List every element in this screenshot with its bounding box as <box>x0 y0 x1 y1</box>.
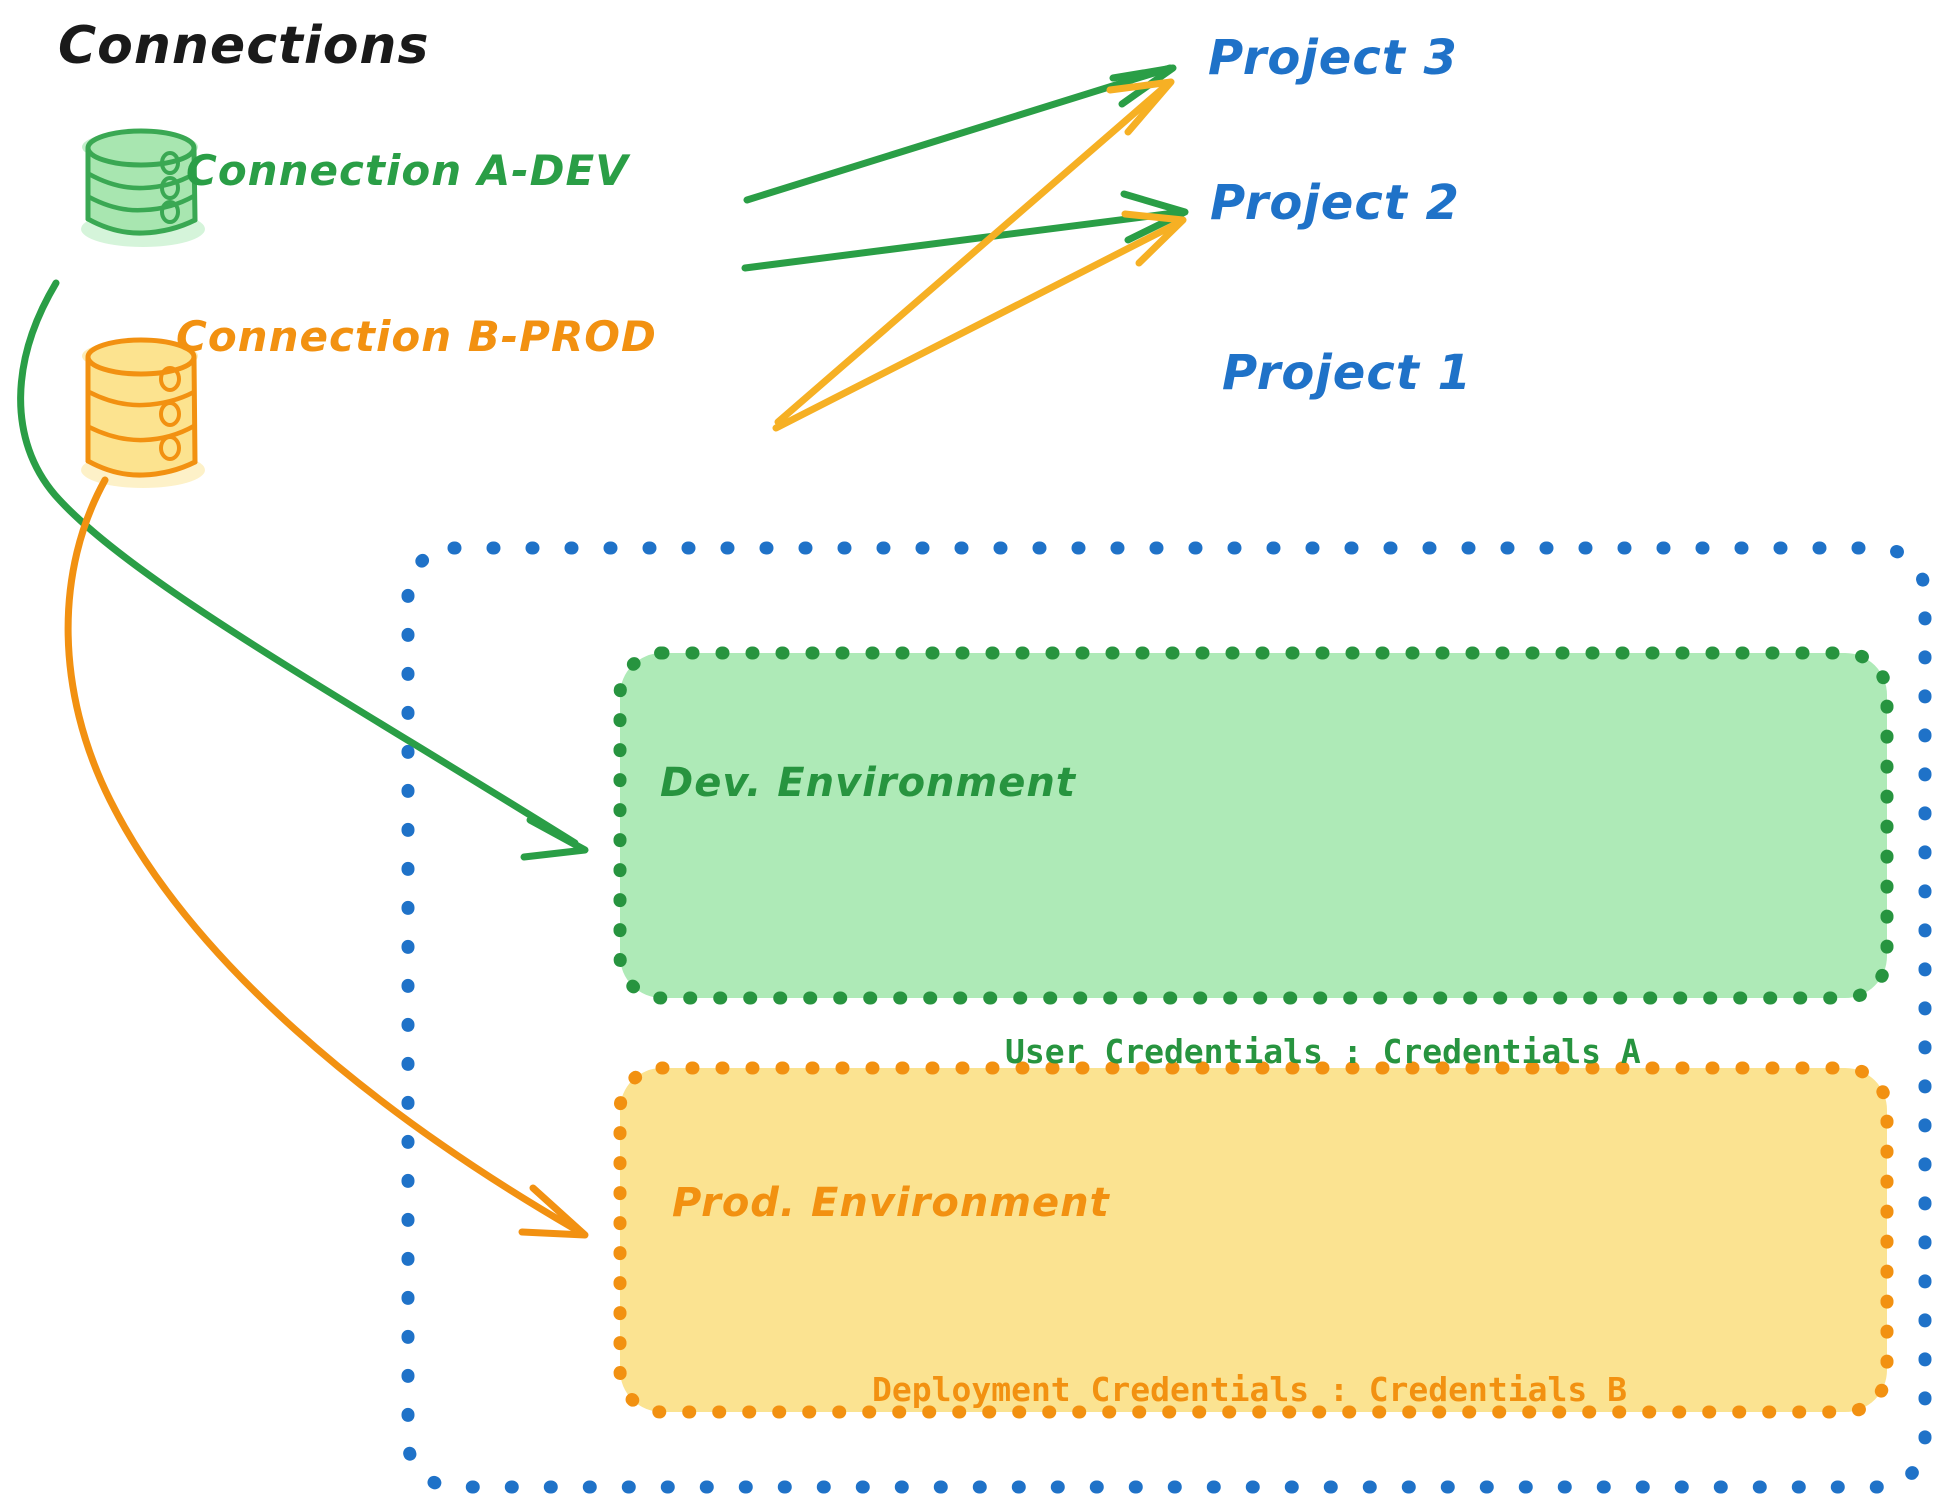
edge-a-dev-to-project-2 <box>741 190 1189 272</box>
project-1-label[interactable]: Project 1 <box>1222 345 1472 401</box>
database-cylinder-icon-orange[interactable] <box>81 337 205 488</box>
dev-environment-credentials: User Credentials : Credentials A <box>1005 1032 1641 1071</box>
prod-environment-credentials: Deployment Credentials : Credentials B <box>872 1370 1627 1409</box>
edge-b-prod-to-project-3 <box>774 78 1175 426</box>
page-title: Connections <box>58 16 430 76</box>
project-3-label[interactable]: Project 3 <box>1208 30 1458 86</box>
dev-environment-box[interactable] <box>613 646 1894 1005</box>
project-2-label[interactable]: Project 2 <box>1210 175 1460 231</box>
edge-b-prod-to-project-2 <box>772 210 1187 432</box>
dev-environment-title: Dev. Environment <box>660 760 1076 806</box>
prod-environment-title: Prod. Environment <box>672 1180 1110 1226</box>
edge-a-dev-to-project-3 <box>743 64 1177 204</box>
connection-a-dev-label[interactable]: Connection A-DEV <box>186 146 629 195</box>
prod-environment-box[interactable] <box>613 1061 1894 1419</box>
database-cylinder-icon-green[interactable] <box>81 128 205 247</box>
connection-b-prod-label[interactable]: Connection B-PROD <box>176 312 657 361</box>
edge-b-prod-to-prod-environment <box>64 476 589 1239</box>
edge-a-dev-to-dev-environment <box>17 279 589 861</box>
